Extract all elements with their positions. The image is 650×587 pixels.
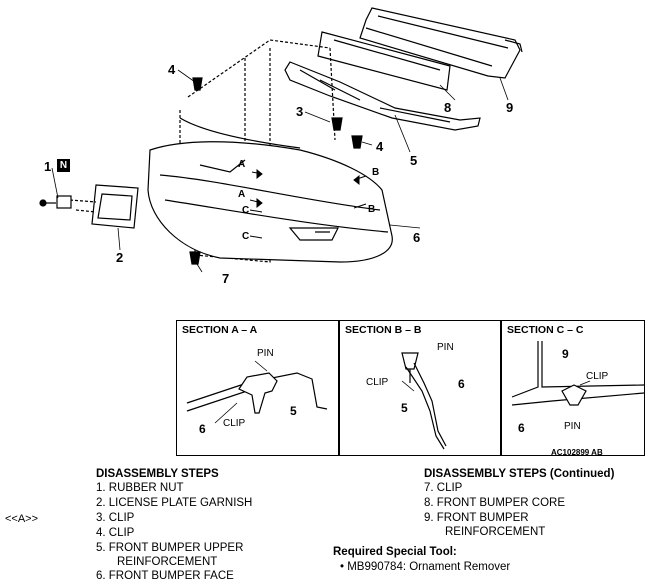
step-2: 2. LICENSE PLATE GARNISH xyxy=(96,497,253,509)
section-b-b-num-6: 6 xyxy=(458,377,465,391)
section-b-b-drawing xyxy=(401,352,447,450)
arrow-label-c1: C xyxy=(242,205,250,216)
bumper-face-part xyxy=(147,117,393,263)
bumper-core-part xyxy=(317,31,451,91)
section-c-c-clip-label: CLIP xyxy=(586,371,609,382)
section-b-b-pin-label: PIN xyxy=(437,342,454,353)
step-9-cont: REINFORCEMENT xyxy=(445,526,546,538)
section-c-c-title: SECTION C – C xyxy=(507,324,584,336)
step-3: 3. CLIP xyxy=(96,512,135,524)
step-8: 8. FRONT BUMPER CORE xyxy=(424,497,565,509)
section-c-c-num-9: 9 xyxy=(562,347,569,361)
direction-arrows xyxy=(249,168,367,239)
badge-n: N xyxy=(57,159,70,172)
step-4: 4. CLIP xyxy=(96,527,135,539)
section-c-c: SECTION C – C 9 CLIP PIN 6 xyxy=(501,320,645,456)
section-a-a-clip-label: CLIP xyxy=(223,418,246,429)
section-b-b: SECTION B – B PIN CLIP 6 5 xyxy=(339,320,501,456)
callout-5: 5 xyxy=(410,153,418,168)
arrow-label-a1: A xyxy=(238,159,246,170)
section-c-c-drawing xyxy=(511,341,645,406)
section-a-a: SECTION A – A PIN CLIP 6 5 xyxy=(176,320,339,456)
callout-8: 8 xyxy=(444,100,452,115)
callout-6: 6 xyxy=(413,230,421,245)
arrow-label-b1: B xyxy=(372,167,380,178)
section-a-a-num-6: 6 xyxy=(199,422,206,436)
section-c-c-pin-label: PIN xyxy=(564,421,581,432)
callout-4b: 4 xyxy=(376,139,384,154)
license-plate-garnish-part xyxy=(69,184,139,229)
section-a-a-title: SECTION A – A xyxy=(182,324,258,336)
arrow-label-a2: A xyxy=(238,189,246,200)
step-5: 5. FRONT BUMPER UPPER xyxy=(96,542,244,554)
callout-7: 7 xyxy=(222,271,230,286)
section-c-c-num-6: 6 xyxy=(518,421,525,435)
step-1: 1. RUBBER NUT xyxy=(96,482,184,494)
section-b-b-title: SECTION B – B xyxy=(345,324,422,336)
section-a-a-num-5: 5 xyxy=(290,404,297,418)
rubber-nut-part xyxy=(39,195,72,209)
bumper-reinforcement-part xyxy=(359,7,523,79)
section-b-b-num-5: 5 xyxy=(401,401,408,415)
disassembly-steps-title: DISASSEMBLY STEPS xyxy=(96,468,219,480)
leader-lines xyxy=(51,69,509,273)
disassembly-continued-title: DISASSEMBLY STEPS (Continued) xyxy=(424,468,615,480)
special-tool-title: Required Special Tool: xyxy=(333,546,457,558)
step-6: 6. FRONT BUMPER FACE xyxy=(96,570,234,582)
callout-4a: 4 xyxy=(168,62,176,77)
upper-reinforcement-part xyxy=(284,61,481,131)
callout-3: 3 xyxy=(296,104,304,119)
exploded-view-drawing xyxy=(39,7,523,273)
section-a-a-pin-label: PIN xyxy=(257,348,274,359)
step-7: 7. CLIP xyxy=(424,482,463,494)
section-b-b-clip-label: CLIP xyxy=(366,377,389,388)
callout-1: 1 xyxy=(44,159,52,174)
special-tool-item: • MB990784: Ornament Remover xyxy=(340,561,511,573)
arrow-label-b2: B xyxy=(368,204,376,215)
clip-parts xyxy=(189,77,363,265)
section-a-a-drawing xyxy=(186,360,328,424)
figure-code: AC102899 AB xyxy=(551,448,603,457)
step-9: 9. FRONT BUMPER xyxy=(424,512,529,524)
step-marker: <<A>> xyxy=(5,513,39,525)
step-5-cont: REINFORCEMENT xyxy=(117,556,218,568)
callout-9: 9 xyxy=(506,100,514,115)
callout-2: 2 xyxy=(116,250,124,265)
arrow-label-c2: C xyxy=(242,231,250,242)
